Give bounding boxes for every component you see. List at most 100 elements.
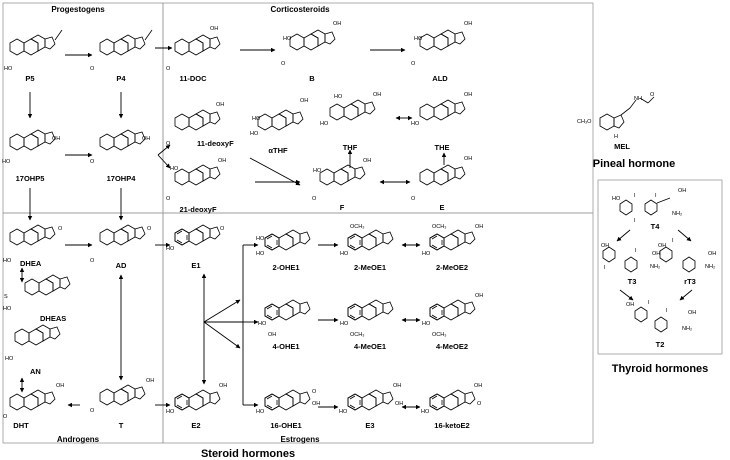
label-21-deoxyF: 21-deoxyF [179, 205, 217, 214]
svg-text:OH: OH [678, 188, 686, 194]
svg-text:HO: HO [283, 36, 292, 42]
compound-E3: OH OH HO E3 [339, 383, 403, 430]
compound-4-OHE1: HO OH 4-OHE1 [258, 299, 311, 351]
svg-text:OH: OH [210, 26, 218, 32]
svg-text:H: H [614, 134, 618, 140]
svg-text:HO: HO [5, 356, 14, 362]
compound-2-MeOE2: OCH₃ OH HO 2-MeOE2 [422, 224, 483, 272]
compound-rT3: OH I OH NH₂ rT3 [658, 238, 716, 286]
estrogen-box [162, 212, 594, 444]
compound-17OHP4: OH O 17OHP4 [90, 129, 150, 183]
compound-E1: O HO E1 [166, 224, 225, 270]
pineal-hormone-title: Pineal hormone [593, 158, 676, 170]
compound-4-MeOE2: OH HO OCH₃ 4-MeOE2 [422, 293, 483, 351]
svg-text:O: O [90, 159, 95, 165]
svg-text:OCH₃: OCH₃ [350, 332, 364, 338]
svg-text:HO: HO [422, 251, 431, 257]
compound-P4: O P4 [90, 29, 153, 83]
compound-DHT: OH O DHT [3, 383, 64, 430]
svg-text:HO: HO [320, 121, 329, 127]
compound-17OHP5: OH HO 17OHP5 [2, 129, 60, 183]
svg-text:HO: HO [256, 236, 265, 242]
label-T2: T2 [656, 340, 665, 349]
svg-text:O: O [411, 61, 416, 67]
svg-text:O: O [58, 226, 63, 232]
svg-text:O: O [147, 226, 152, 232]
svg-text:OH: OH [56, 383, 64, 389]
svg-text:OH: OH [474, 383, 482, 389]
svg-text:HO: HO [414, 36, 423, 42]
svg-text:I: I [655, 193, 657, 199]
svg-text:NH₂: NH₂ [682, 326, 692, 332]
svg-text:HO: HO [166, 409, 175, 415]
label-11-deoxyF: 11-deoxyF [197, 139, 234, 148]
compound-T3: OH I I OH NH₂ T3 [601, 243, 660, 286]
compound-THE: OH HO THE [411, 92, 472, 152]
svg-text:HO: HO [250, 131, 259, 137]
compound-DHEAS: S HO DHEAS [3, 274, 71, 323]
svg-text:CH₃O: CH₃O [577, 119, 592, 125]
progestogens-title: Progestogens [51, 5, 105, 14]
label-11-DOC: 11-DOC [179, 74, 207, 83]
label-4-OHE1: 4-OHE1 [272, 342, 299, 351]
svg-text:O: O [90, 408, 95, 414]
svg-text:HO: HO [2, 159, 11, 165]
corticosteroid-box [162, 2, 594, 214]
svg-text:OH: OH [626, 302, 634, 308]
svg-text:O: O [281, 61, 286, 67]
svg-text:HO: HO [170, 166, 179, 172]
svg-text:O: O [650, 92, 655, 98]
label-F: F [340, 203, 345, 212]
svg-text:O: O [166, 196, 171, 202]
svg-text:NH₂: NH₂ [650, 264, 660, 270]
svg-text:HO: HO [258, 321, 267, 327]
label-DHEAS: DHEAS [40, 314, 66, 323]
compound-11-DOC: OH O 11-DOC [166, 26, 221, 83]
svg-text:HO: HO [340, 321, 349, 327]
label-DHT: DHT [13, 421, 29, 430]
label-ALD: ALD [432, 74, 448, 83]
svg-text:OH: OH [268, 332, 276, 338]
svg-text:OH: OH [373, 92, 381, 98]
svg-text:I: I [672, 238, 674, 244]
svg-text:HO: HO [313, 168, 322, 174]
label-2-MeOE1: 2-MeOE1 [354, 263, 386, 272]
svg-text:I: I [648, 300, 650, 306]
compound-F: HO OH O F [312, 158, 371, 212]
svg-text:I: I [604, 265, 606, 271]
label-T4: T4 [651, 222, 661, 231]
label-T3: T3 [628, 277, 637, 286]
label-4-MeOE2: 4-MeOE2 [436, 342, 468, 351]
svg-text:HO: HO [252, 116, 261, 122]
svg-text:OH: OH [218, 158, 226, 164]
svg-text:OCH₃: OCH₃ [350, 224, 364, 230]
compound-2-MeOE1: OCH₃ HO 2-MeOE1 [340, 224, 394, 272]
compound-B: HO OH O B [281, 21, 341, 83]
androgens-title: Androgens [57, 435, 100, 444]
svg-text:O: O [90, 66, 95, 72]
compound-T2: OH I I OH NH₂ T2 [626, 300, 696, 349]
label-AD: AD [116, 261, 127, 270]
compound-21-deoxyF: HO OH O 21-deoxyF [166, 158, 226, 214]
compound-T4: HO I I I OH NH₂ T4 [612, 188, 686, 231]
label-AN: AN [30, 367, 41, 376]
svg-text:HO: HO [411, 121, 420, 127]
label-DHEA: DHEA [20, 259, 42, 268]
label-THF: THF [343, 143, 358, 152]
label-B: B [309, 74, 315, 83]
svg-text:HO: HO [339, 409, 348, 415]
compound-ALD: HO OH O ALD [411, 21, 472, 83]
svg-text:HO: HO [3, 306, 12, 312]
svg-text:NH₂: NH₂ [672, 211, 682, 217]
compound-11-deoxyF: OH O 11-deoxyF [166, 102, 234, 148]
svg-text:HO: HO [4, 66, 13, 72]
svg-text:OH: OH [142, 136, 150, 142]
label-T: T [119, 421, 124, 430]
androgen-box [2, 212, 164, 444]
svg-text:OH: OH [300, 98, 308, 104]
svg-text:HO: HO [334, 94, 343, 100]
thyroid-hormones-title: Thyroid hormones [612, 363, 709, 375]
svg-text:OH: OH [464, 156, 472, 162]
svg-text:OH: OH [652, 251, 660, 257]
estrogens-title: Estrogens [280, 435, 320, 444]
